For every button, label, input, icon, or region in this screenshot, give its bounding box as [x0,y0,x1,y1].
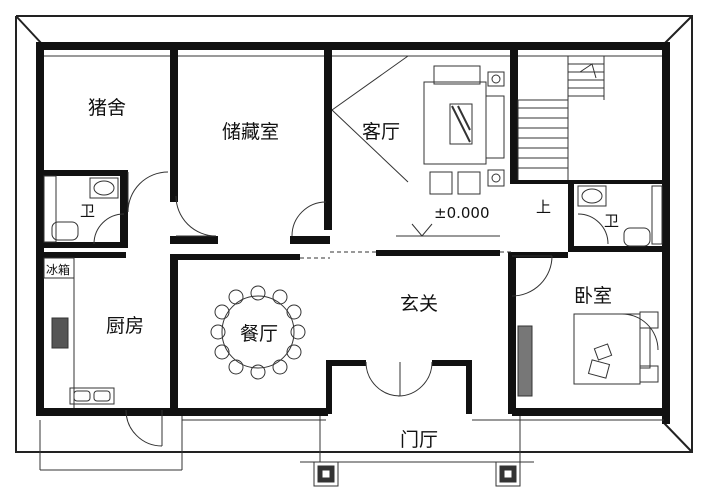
room-label-bedroom: 卧室 [574,285,612,307]
walls [36,42,670,424]
bathroom-fixtures [43,175,663,247]
room-label-storage: 储藏室 [222,121,279,143]
room-label-pigsty: 猪舍 [88,97,126,119]
room-label-foyer: 玄关 [400,293,438,315]
room-label-dining-room: 餐厅 [240,323,278,345]
thin-lines [39,55,664,487]
staircase [517,56,605,180]
room-label-kitchen: 厨房 [106,315,144,337]
outer-outline [15,15,693,453]
room-label-bathroom-right: 卫 [604,212,619,230]
kitchen-fixtures [43,257,115,408]
bed [517,311,659,397]
room-label-entry-hall: 门厅 [400,429,438,451]
elevation-mark: ±0.000 [434,204,490,222]
room-label-living-room: 客厅 [362,121,400,143]
fridge-label: 冰箱 [46,262,70,277]
sofa-set [423,65,505,195]
dining-table [210,285,306,380]
stair-up-label: 上 [536,198,551,216]
room-label-bathroom-left: 卫 [80,202,95,220]
